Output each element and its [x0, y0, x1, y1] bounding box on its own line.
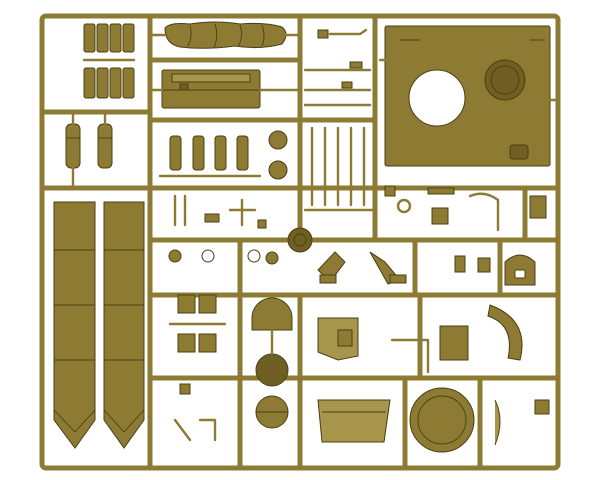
- kit-bags-left: [65, 110, 113, 190]
- cupola-parts: [251, 297, 293, 429]
- mid-right-parts: [384, 185, 547, 232]
- grille-bars: [303, 126, 374, 212]
- small-brackets-row: [168, 194, 313, 265]
- stowage-boxes-top: [82, 23, 136, 99]
- armor-pieces: [317, 304, 523, 374]
- bottom-parts: [173, 383, 550, 453]
- jerry-cans: [158, 130, 288, 180]
- hull-deck-plate: [378, 25, 558, 167]
- suspension-arms: [317, 251, 536, 286]
- stowage-bin: [148, 69, 302, 109]
- rolled-tarp: [150, 21, 300, 49]
- equipment-boxes: [168, 294, 227, 353]
- small-rods: [303, 28, 372, 107]
- sprue-frame: [39, 13, 561, 471]
- track-fenders: [53, 201, 145, 449]
